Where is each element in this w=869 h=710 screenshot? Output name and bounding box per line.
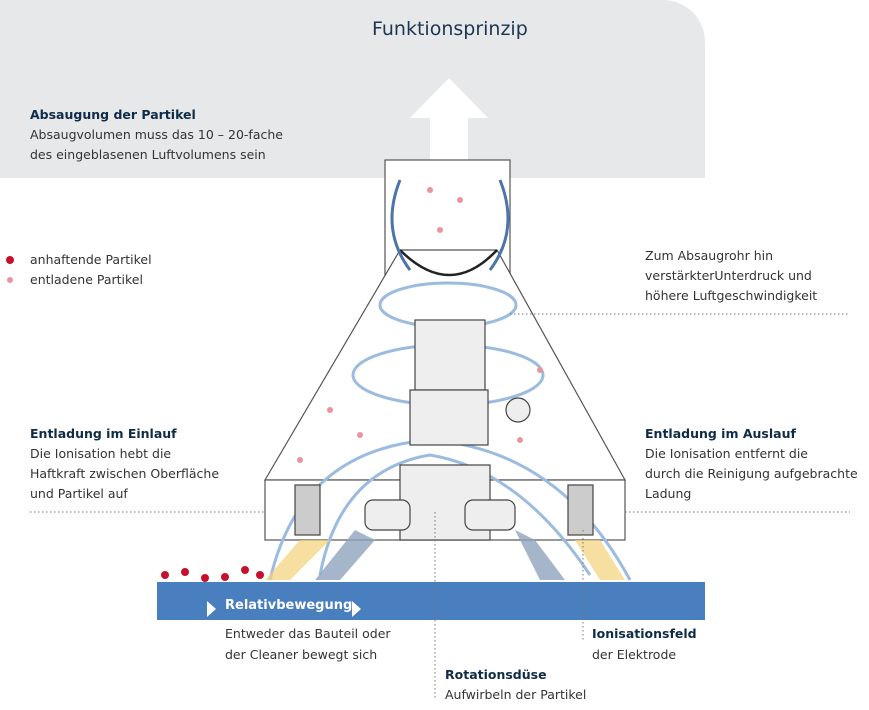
ion-field-right — [575, 540, 625, 580]
discharged-particles — [7, 187, 543, 463]
outlet-text: Ladung — [645, 486, 692, 501]
movement-text: Entweder das Bauteil oder — [225, 626, 391, 641]
legend-adhering: anhaftende Partikel — [30, 252, 152, 267]
pipe-note: Zum Absaugrohr hin — [645, 248, 774, 263]
inlet-heading: Entladung im Einlauf — [30, 426, 177, 441]
legend-discharged: entladene Partikel — [30, 272, 143, 287]
play-icon — [352, 601, 361, 617]
suction-text: des eingeblasenen Luftvolumens sein — [30, 147, 266, 162]
suction-text: Absaugvolumen muss das 10 – 20-fache — [30, 127, 283, 142]
diagram-title: Funktionsprinzip — [372, 18, 528, 40]
outlet-text: Die Ionisation entfernt die — [645, 446, 809, 461]
pipe-note: höhere Luftgeschwindigkeit — [645, 288, 818, 303]
movement-label: Relativbewegung — [225, 598, 353, 613]
nozzle-heading: Rotationsdüse — [445, 667, 547, 682]
ion-field-text: der Elektrode — [592, 647, 677, 662]
ion-field-heading: Ionisationsfeld — [592, 626, 697, 641]
nozzle-text: Aufwirbeln der Partikel — [445, 687, 587, 702]
outlet-text: durch die Reinigung aufgebrachte — [645, 466, 858, 481]
ion-field-left — [265, 540, 330, 580]
adhering-particles — [6, 256, 264, 582]
inlet-text: Haftkraft zwischen Oberfläche — [30, 466, 220, 481]
pipe-note: verstärkterUnterdruck und — [645, 268, 812, 283]
movement-text: der Cleaner bewegt sich — [225, 647, 378, 662]
workpiece-surface — [157, 582, 705, 620]
suction-arrow-icon — [410, 78, 488, 178]
suction-heading: Absaugung der Partikel — [30, 107, 196, 122]
nozzle-jet-right — [515, 530, 565, 580]
nozzle-jet-left — [315, 530, 375, 580]
inlet-text: und Partikel auf — [30, 486, 128, 501]
suction-panel — [0, 0, 705, 178]
play-icon — [207, 601, 216, 617]
inlet-text: Die Ionisation hebt die — [30, 446, 172, 461]
outlet-heading: Entladung im Auslauf — [645, 426, 796, 441]
